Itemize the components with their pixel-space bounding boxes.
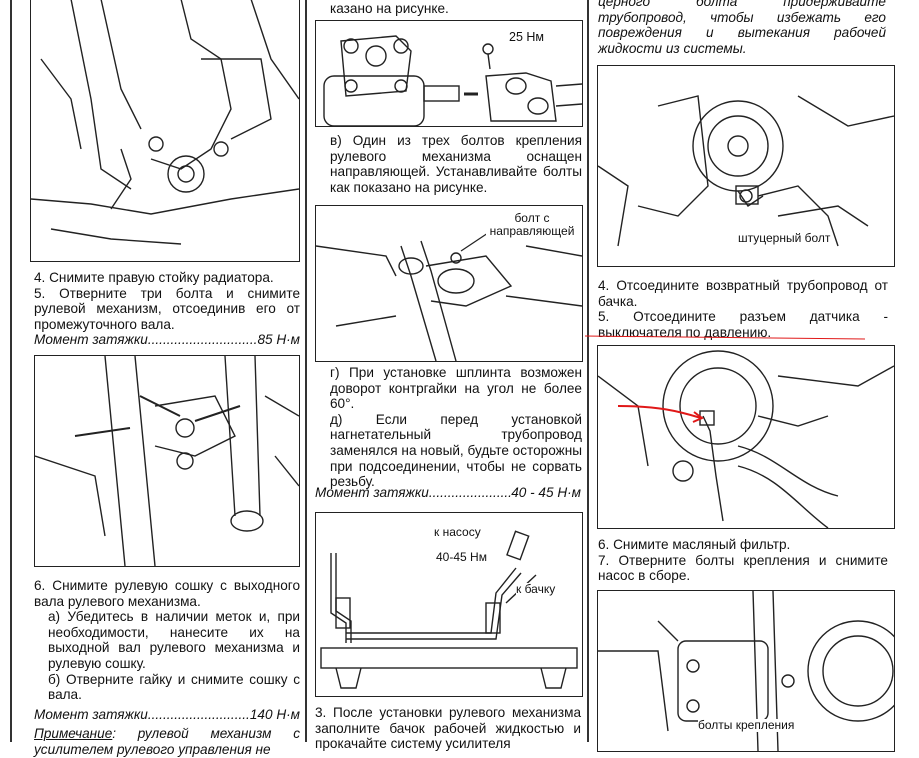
step-6a: а) Убедитесь в наличии меток и, при необ…	[48, 609, 300, 671]
figure-pressure-lines: к насосу 40-45 Нм к бачку	[315, 512, 583, 697]
to-tank-label: к бачку	[516, 582, 556, 596]
right-top-text: церного болта придерживайте трубопровод,…	[598, 0, 886, 56]
torque-label-40-45: 40-45 Нм	[436, 550, 487, 564]
torque-label: Момент затяжки	[315, 485, 429, 500]
step-6-right: 6. Снимите масляный фильтр.	[598, 537, 791, 552]
step-5: 5. Отверните три болта и снимите рулевой…	[34, 285, 300, 332]
torque-label: Момент затяжки	[34, 332, 148, 348]
column-rule-right	[587, 0, 589, 742]
to-pump-label: к насосу	[434, 525, 481, 539]
torque-value: 140 Н·м	[249, 706, 300, 722]
step-3: 3. После установки рулевого механизма за…	[315, 705, 581, 752]
middle-top-fragment: казано на рисунке.	[330, 1, 449, 16]
note-label: Примечание	[34, 726, 113, 742]
right-text-block-2: 6. Снимите масляный фильтр. 7. Отверните…	[598, 537, 888, 584]
step-d: д) Если перед установкой нагнетательный …	[330, 411, 583, 490]
figure-union-bolt: штуцерный болт	[597, 65, 895, 267]
torque-value: 85 Н·м	[257, 332, 300, 348]
middle-text-block: г) При установке шплинта возможен доворо…	[330, 365, 582, 490]
torque-spec-85: Момент затяжки..........................…	[34, 332, 300, 348]
step-g: г) При установке шплинта возможен доворо…	[330, 365, 582, 412]
torque-label-25: 25 Нм	[509, 30, 544, 44]
torque-spec-140: Момент затяжки..........................…	[34, 706, 300, 722]
step-7-right: 7. Отверните болты крепления и снимите н…	[598, 552, 888, 584]
page-edge-rule	[10, 0, 12, 742]
torque-spec-40-45: Момент затяжки..........................…	[315, 485, 581, 500]
figure-radiator-support	[30, 0, 300, 262]
left-text-block-2: 6. Снимите рулевую сошку с выходного вал…	[34, 578, 300, 758]
figure-pitman-arm	[34, 355, 300, 567]
union-bolt-label: штуцерный болт	[738, 231, 831, 245]
torque-label: Момент затяжки	[34, 706, 148, 722]
step-6b: б) Отверните гайку и снимите сошку с вал…	[48, 671, 300, 703]
step-4-right: 4. Отсоедините возвратный трубопровод от…	[598, 278, 888, 309]
figure-guide-bolt: болт с направляющей	[315, 205, 583, 362]
mounting-bolts-label: болты крепления	[698, 718, 795, 732]
left-text-block-1: 4. Снимите правую стойку радиатора. 5. О…	[34, 270, 300, 348]
right-text-block-1: 4. Отсоедините возвратный трубопровод от…	[598, 278, 888, 340]
guide-bolt-label: болт с направляющей	[486, 212, 578, 238]
figure-pump-bolts: болты крепления	[597, 590, 895, 752]
step-v: в) Один из трех болтов крепления рулевог…	[330, 133, 582, 195]
column-rule-left	[305, 0, 307, 742]
step-6: 6. Снимите рулевую сошку с выходного вал…	[34, 578, 300, 609]
step-5-right: 5. Отсоедините разъем датчика - выключат…	[598, 309, 888, 340]
step-4: 4. Снимите правую стойку радиатора.	[34, 270, 274, 285]
torque-value: 40 - 45 Н·м	[511, 485, 581, 500]
figure-steering-gear-shaft: 25 Нм	[315, 20, 583, 127]
figure-pressure-switch	[597, 345, 895, 529]
